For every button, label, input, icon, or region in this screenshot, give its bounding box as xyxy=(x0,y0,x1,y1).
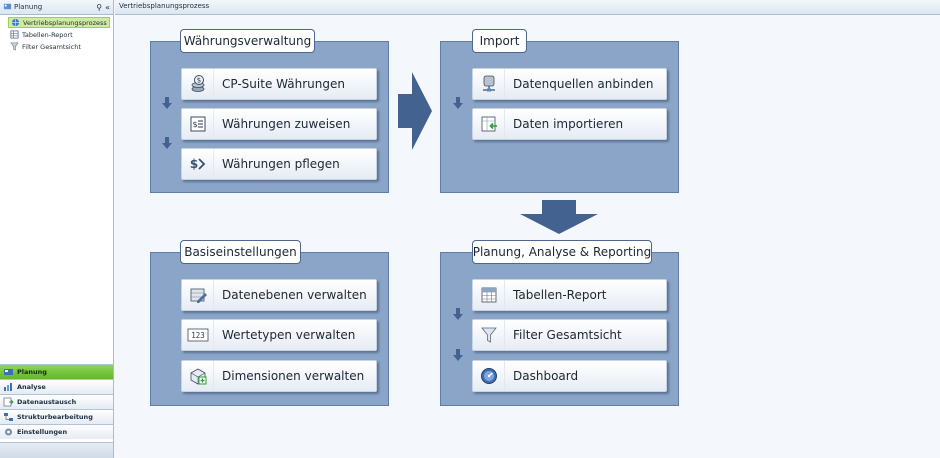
flow-arrow-right-icon xyxy=(398,72,432,150)
svg-text:$: $ xyxy=(192,120,197,129)
down-arrow-icon xyxy=(162,137,172,149)
svg-text:$: $ xyxy=(196,77,200,85)
data-exchange-icon xyxy=(3,397,14,407)
navigation-sidebar: Planung ⚲ « Vertriebsplanungsprozess Tab… xyxy=(0,0,114,458)
data-import-icon xyxy=(473,109,505,139)
group-title-planung-analyse-reporting: Planung, Analyse & Reporting xyxy=(472,240,652,264)
sidebar-footer-bar xyxy=(0,442,113,458)
nav-section-label: Planung xyxy=(17,368,47,376)
step-filter-gesamtsicht[interactable]: Filter Gesamtsicht xyxy=(472,319,667,351)
filter-icon xyxy=(10,42,19,51)
table-report-icon xyxy=(473,280,505,310)
step-datenebenen-verwalten[interactable]: Datenebenen verwalten xyxy=(181,279,377,311)
down-arrow-icon xyxy=(453,349,463,361)
currency-exchange-icon: $ xyxy=(182,149,214,179)
planning-icon xyxy=(3,367,14,377)
step-waehrungen-zuweisen[interactable]: $ Währungen zuweisen xyxy=(181,108,377,140)
currency-assign-icon: $ xyxy=(182,109,214,139)
nav-section-label: Analyse xyxy=(17,383,46,391)
step-datenquellen-anbinden[interactable]: Datenquellen anbinden xyxy=(472,68,667,100)
sidebar-header: Planung ⚲ « xyxy=(0,0,113,15)
step-dashboard[interactable]: Dashboard xyxy=(472,360,667,392)
main-area: Vertriebsplanungsprozess Währungsverwalt… xyxy=(115,0,940,458)
step-label: Tabellen-Report xyxy=(513,288,607,302)
step-label: Dashboard xyxy=(513,369,579,383)
value-types-icon: 123 xyxy=(182,320,214,350)
step-daten-importieren[interactable]: Daten importieren xyxy=(472,108,667,140)
svg-text:$: $ xyxy=(189,157,197,171)
datasource-icon xyxy=(473,69,505,99)
nav-section-label: Strukturbearbeitung xyxy=(17,413,93,421)
step-tabellen-report[interactable]: Tabellen-Report xyxy=(472,279,667,311)
step-label: Datenquellen anbinden xyxy=(513,77,654,91)
tree-item-label: Tabellen-Report xyxy=(22,30,73,39)
nav-section-strukturbearbeitung[interactable]: Strukturbearbeitung xyxy=(0,409,113,424)
collapse-icon[interactable]: « xyxy=(105,2,110,12)
group-title-basiseinstellungen: Basiseinstellungen xyxy=(180,240,301,264)
nav-section-planung[interactable]: Planung xyxy=(0,364,113,379)
data-levels-icon xyxy=(182,280,214,310)
pin-icon[interactable]: ⚲ xyxy=(96,2,103,12)
nav-section-label: Datenaustausch xyxy=(17,398,77,406)
process-globe-icon xyxy=(11,18,20,27)
step-label: CP-Suite Währungen xyxy=(222,77,345,91)
svg-text:123: 123 xyxy=(191,331,205,340)
tree-item-label: Vertriebsplanungsprozess xyxy=(23,18,107,27)
step-label: Wertetypen verwalten xyxy=(222,328,356,342)
step-cp-suite-waehrungen[interactable]: $ CP-Suite Währungen xyxy=(181,68,377,100)
navigation-sections: Planung Analyse Datenaustausch Strukturb… xyxy=(0,364,113,439)
down-arrow-icon xyxy=(453,97,463,109)
nav-section-analyse[interactable]: Analyse xyxy=(0,379,113,394)
step-label: Währungen pflegen xyxy=(222,157,340,171)
tree-item-label: Filter Gesamtsicht xyxy=(22,42,81,51)
step-label: Filter Gesamtsicht xyxy=(513,328,622,342)
nav-section-label: Einstellungen xyxy=(17,428,68,436)
group-title-import: Import xyxy=(472,29,527,53)
planning-header-icon xyxy=(3,2,12,13)
step-wertetypen-verwalten[interactable]: 123 Wertetypen verwalten xyxy=(181,319,377,351)
sidebar-title: Planung xyxy=(14,3,43,11)
step-label: Daten importieren xyxy=(513,117,624,131)
settings-icon xyxy=(3,427,14,437)
table-icon xyxy=(10,30,19,39)
filter-icon xyxy=(473,320,505,350)
navigation-tree: Vertriebsplanungsprozess Tabellen-Report… xyxy=(0,15,113,52)
tree-item-filter-gesamtsicht[interactable]: Filter Gesamtsicht xyxy=(8,41,110,52)
step-label: Währungen zuweisen xyxy=(222,117,351,131)
step-waehrungen-pflegen[interactable]: $ Währungen pflegen xyxy=(181,148,377,180)
main-tab-title: Vertriebsplanungsprozess xyxy=(115,0,940,15)
dashboard-icon xyxy=(473,361,505,391)
structure-icon xyxy=(3,412,14,422)
tree-item-vertriebsplanungsprozess[interactable]: Vertriebsplanungsprozess xyxy=(8,17,110,28)
nav-section-datenaustausch[interactable]: Datenaustausch xyxy=(0,394,113,409)
tree-item-tabellen-report[interactable]: Tabellen-Report xyxy=(8,29,110,40)
analysis-icon xyxy=(3,382,14,392)
down-arrow-icon xyxy=(162,97,172,109)
step-label: Dimensionen verwalten xyxy=(222,369,365,383)
step-label: Datenebenen verwalten xyxy=(222,288,367,302)
nav-section-einstellungen[interactable]: Einstellungen xyxy=(0,424,113,439)
currency-coins-icon: $ xyxy=(182,69,214,99)
flow-arrow-down-icon xyxy=(520,200,598,234)
down-arrow-icon xyxy=(453,308,463,320)
step-dimensionen-verwalten[interactable]: Dimensionen verwalten xyxy=(181,360,377,392)
group-title-waehrungsverwaltung: Währungsverwaltung xyxy=(180,29,315,53)
dimensions-icon xyxy=(182,361,214,391)
